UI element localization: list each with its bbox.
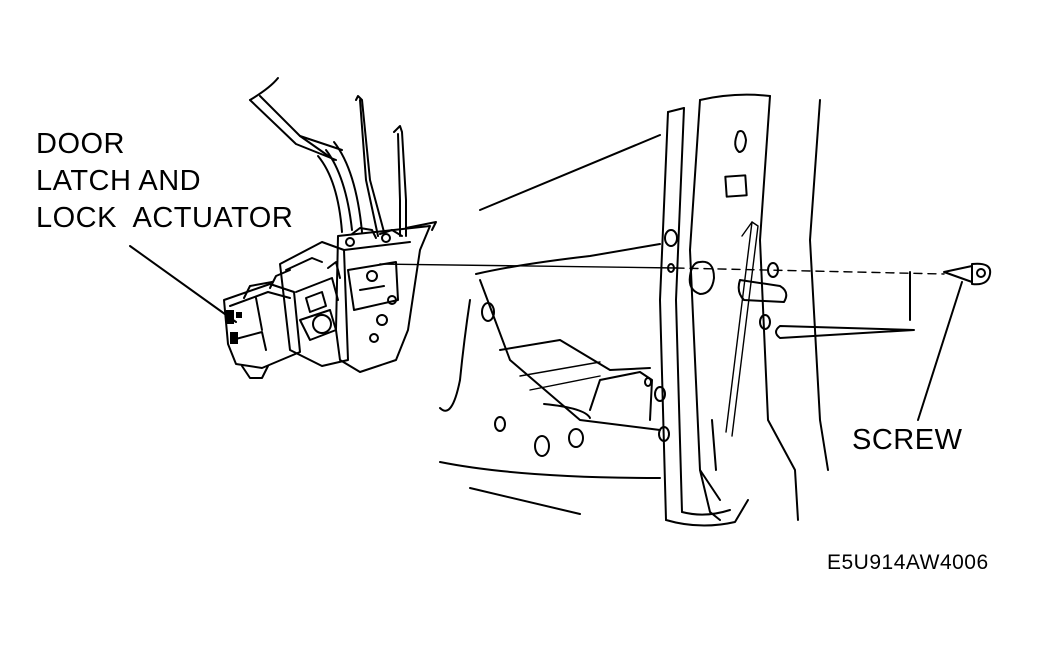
door-latch-and-lock-actuator-label: DOOR LATCH AND LOCK ACTUATOR (36, 126, 293, 237)
screw-icon (917, 262, 992, 421)
door-panel (439, 93, 915, 527)
alignment-line (379, 263, 945, 275)
label-latch-line3: LOCK ACTUATOR (36, 202, 294, 234)
screw-label: SCREW (852, 424, 963, 456)
label-latch-line2: LATCH AND (36, 165, 202, 197)
figure-code: E5U914AW4006 (827, 551, 989, 574)
label-latch-line1: DOOR (36, 128, 125, 160)
latch-leader-line (129, 245, 237, 323)
